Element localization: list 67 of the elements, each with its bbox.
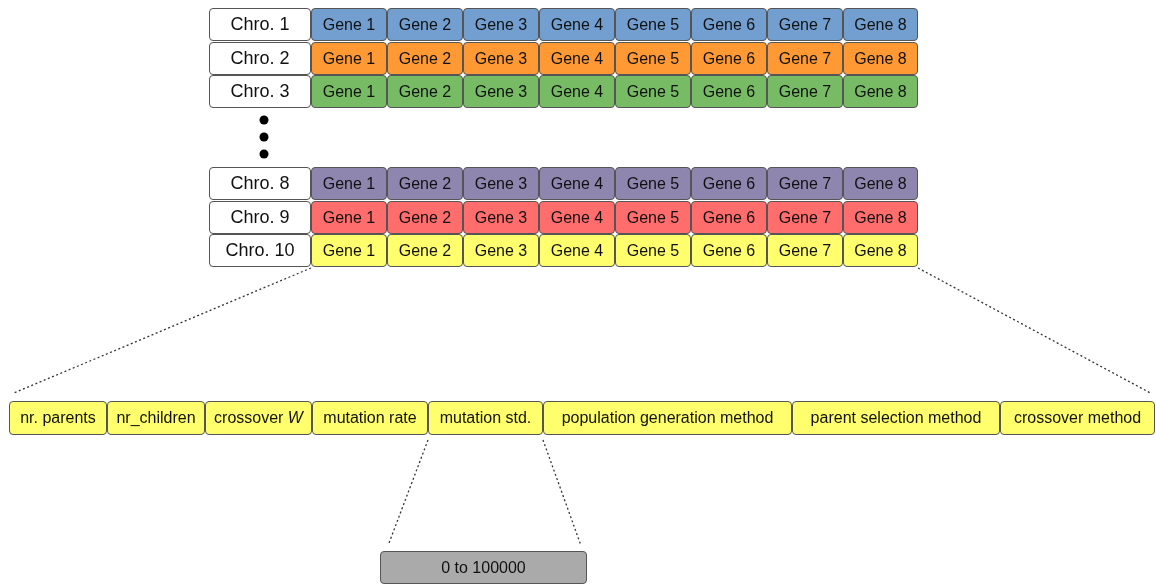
gene-cell: Gene 5 [615, 8, 691, 41]
gene-cell: Gene 6 [691, 75, 767, 108]
gene-cell: Gene 3 [463, 8, 539, 41]
gene-cell: Gene 4 [539, 167, 615, 200]
gene-cell: Gene 1 [311, 75, 387, 108]
chromosome-label: Chro. 2 [209, 42, 311, 75]
gene-cell: Gene 6 [691, 201, 767, 234]
gene-cell: Gene 5 [615, 234, 691, 267]
gene-cell: Gene 4 [539, 8, 615, 41]
parameter-cell: population generation method [543, 401, 792, 435]
gene-cell: Gene 7 [767, 8, 843, 41]
zoom-line [917, 267, 1151, 394]
chromosome-label: Chro. 9 [209, 201, 311, 234]
gene-cell: Gene 3 [463, 42, 539, 75]
gene-cell: Gene 7 [767, 201, 843, 234]
gene-cell: Gene 4 [539, 75, 615, 108]
chromosome-label: Chro. 8 [209, 167, 311, 200]
gene-cell: Gene 6 [691, 8, 767, 41]
chromosome-label: Chro. 1 [209, 8, 311, 41]
gene-cell: Gene 5 [615, 75, 691, 108]
gene-cell: Gene 8 [843, 75, 918, 108]
gene-cell: Gene 1 [311, 234, 387, 267]
gene-cell: Gene 1 [311, 42, 387, 75]
parameter-cell: mutation std. [428, 401, 543, 435]
gene-cell: Gene 1 [311, 8, 387, 41]
gene-cell: Gene 2 [387, 167, 463, 200]
gene-cell: Gene 3 [463, 234, 539, 267]
gene-cell: Gene 7 [767, 234, 843, 267]
chromosome-label: Chro. 3 [209, 75, 311, 108]
gene-cell: Gene 7 [767, 75, 843, 108]
gene-cell: Gene 8 [843, 42, 918, 75]
gene-cell: Gene 4 [539, 42, 615, 75]
parameter-cell: crossover method [1000, 401, 1155, 435]
gene-cell: Gene 5 [615, 167, 691, 200]
zoom-line [542, 439, 582, 546]
gene-cell: Gene 5 [615, 42, 691, 75]
gene-cell: Gene 5 [615, 201, 691, 234]
range-box: 0 to 100000 [380, 551, 587, 584]
gene-cell: Gene 2 [387, 234, 463, 267]
parameter-cell: mutation rate [312, 401, 428, 435]
parameter-cell: crossover W [205, 401, 312, 435]
gene-cell: Gene 6 [691, 234, 767, 267]
gene-cell: Gene 1 [311, 201, 387, 234]
gene-cell: Gene 8 [843, 201, 918, 234]
gene-cell: Gene 8 [843, 234, 918, 267]
gene-cell: Gene 4 [539, 234, 615, 267]
gene-cell: Gene 7 [767, 167, 843, 200]
gene-cell: Gene 3 [463, 201, 539, 234]
gene-cell: Gene 8 [843, 167, 918, 200]
gene-cell: Gene 6 [691, 167, 767, 200]
gene-cell: Gene 6 [691, 42, 767, 75]
gene-cell: Gene 2 [387, 8, 463, 41]
gene-cell: Gene 2 [387, 75, 463, 108]
gene-cell: Gene 4 [539, 201, 615, 234]
gene-cell: Gene 8 [843, 8, 918, 41]
parameter-cell: nr_children [107, 401, 205, 435]
chromosome-label: Chro. 10 [209, 234, 311, 267]
gene-cell: Gene 2 [387, 42, 463, 75]
gene-cell: Gene 2 [387, 201, 463, 234]
parameter-cell: parent selection method [792, 401, 1000, 435]
zoom-line [387, 439, 429, 546]
gene-cell: Gene 1 [311, 167, 387, 200]
gene-cell: Gene 3 [463, 75, 539, 108]
gene-cell: Gene 3 [463, 167, 539, 200]
gene-cell: Gene 7 [767, 42, 843, 75]
zoom-line [13, 267, 312, 394]
parameter-cell: nr. parents [9, 401, 107, 435]
